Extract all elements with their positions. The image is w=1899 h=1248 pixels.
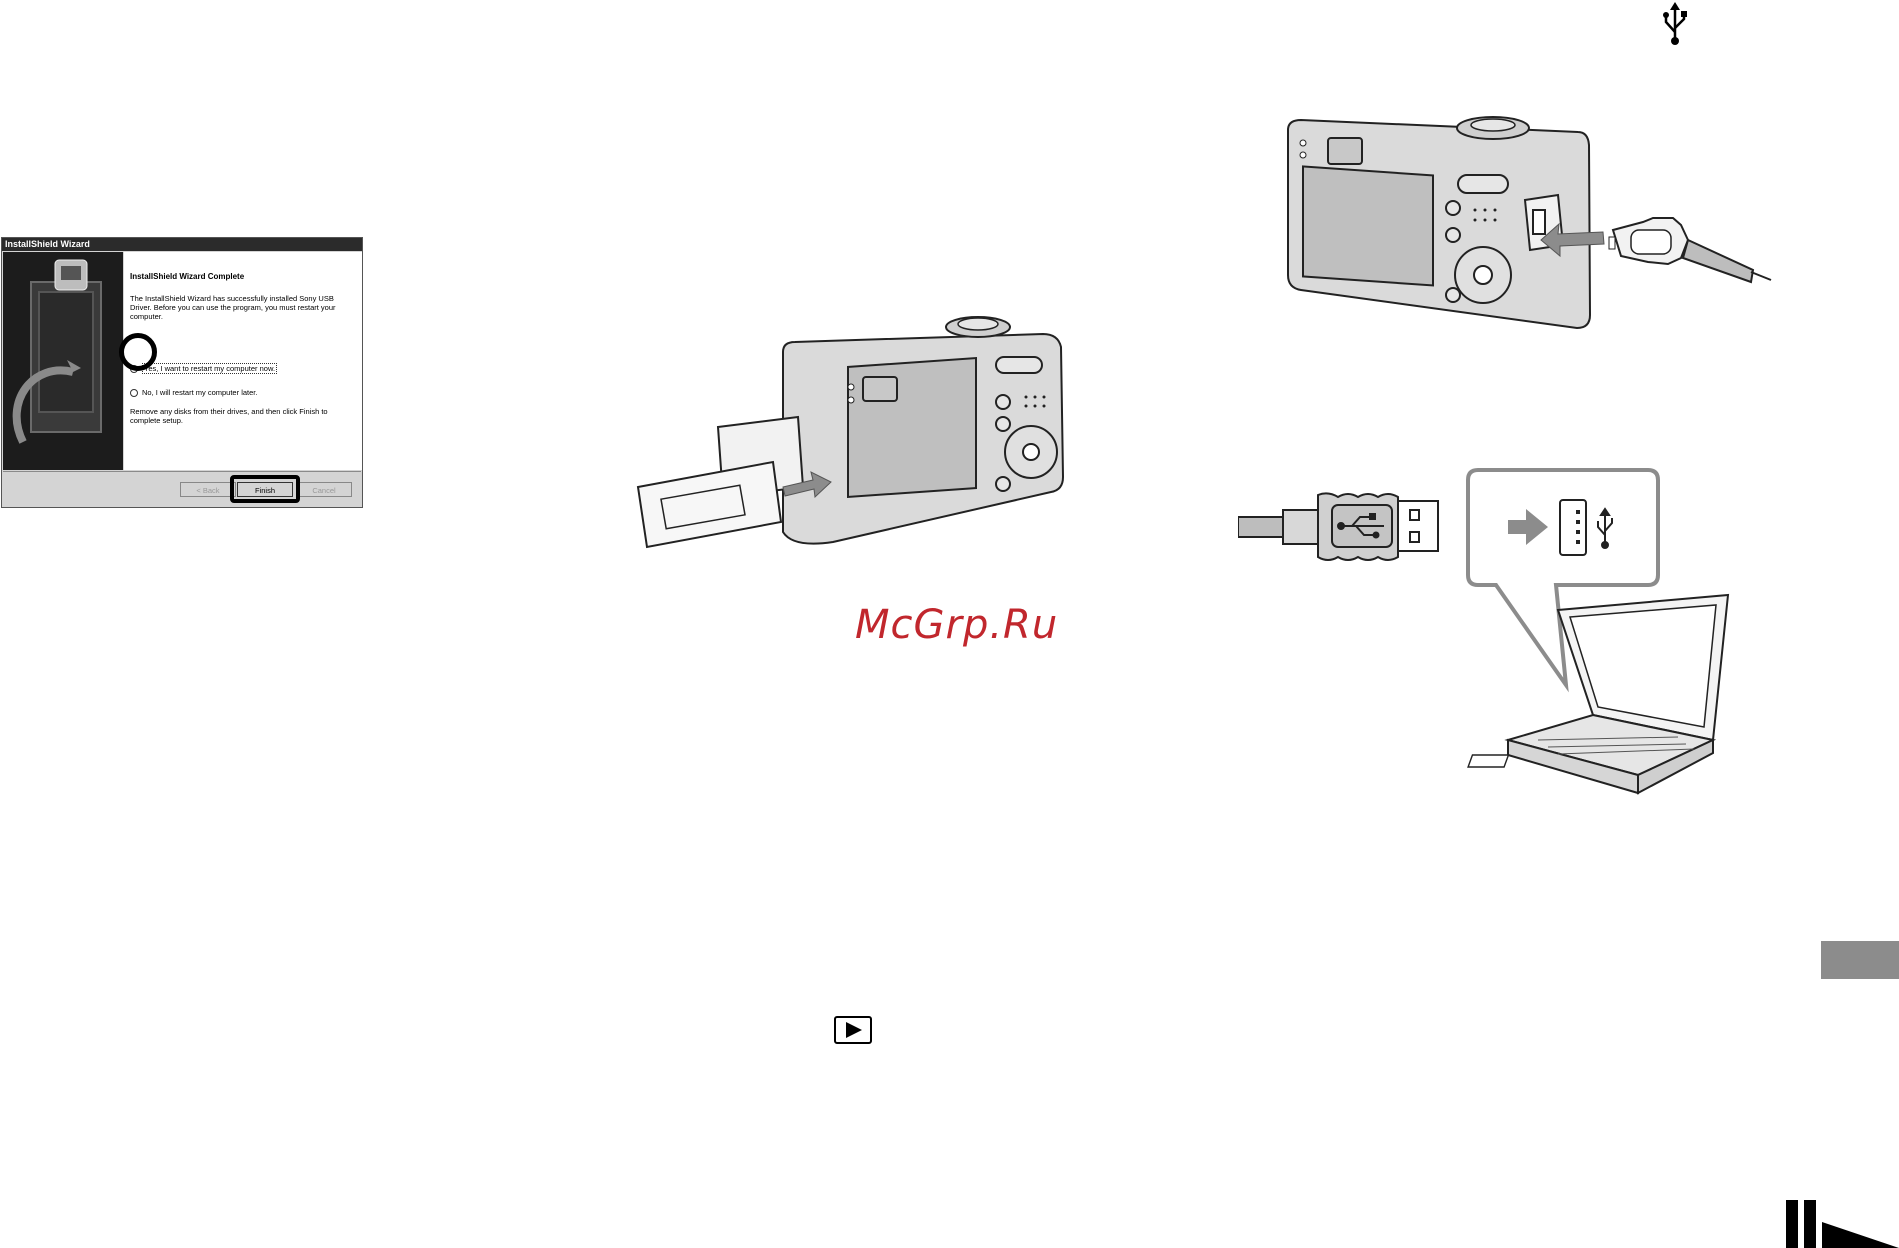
dialog-side-graphic xyxy=(3,252,123,470)
camera-memory-card-illustration xyxy=(636,316,1065,549)
dialog-divider xyxy=(3,471,361,472)
usb-trident-icon xyxy=(1337,513,1384,539)
radio-highlight-circle xyxy=(119,333,157,371)
finish-button[interactable]: Finish xyxy=(237,482,293,497)
dialog-title: InstallShield Wizard xyxy=(2,238,362,251)
dialog-message: The InstallShield Wizard has successfull… xyxy=(130,294,336,321)
dialog-instructions: Remove any disks from their drives, and … xyxy=(130,407,328,425)
dialog-heading: InstallShield Wizard Complete xyxy=(130,272,245,281)
finish-highlight-frame xyxy=(230,475,300,503)
back-button[interactable]: < Back xyxy=(180,482,236,497)
play-triangle-icon xyxy=(834,1016,872,1044)
cancel-button[interactable]: Cancel xyxy=(296,482,352,497)
radio-restart-later-label[interactable]: No, I will restart my computer later. xyxy=(142,388,258,397)
usb-symbol-icon xyxy=(1663,2,1687,45)
radio-restart-later-row[interactable]: No, I will restart my computer later. xyxy=(130,388,257,397)
installshield-dialog: InstallShield Wizard InstallShield Wizar… xyxy=(1,237,363,508)
camera-usb-illustration xyxy=(1287,116,1772,330)
next-page-marker-icon xyxy=(1786,1200,1899,1248)
radio-restart-now-label[interactable]: Yes, I want to restart my computer now. xyxy=(142,363,278,374)
side-index-tab xyxy=(1821,941,1899,979)
radio-restart-later[interactable] xyxy=(130,388,138,397)
watermark-text: McGrp.Ru xyxy=(855,602,1059,648)
installer-graphic-icon xyxy=(3,252,123,470)
usb-laptop-illustration xyxy=(1238,468,1730,795)
dialog-content: InstallShield Wizard Complete The Instal… xyxy=(124,252,362,470)
